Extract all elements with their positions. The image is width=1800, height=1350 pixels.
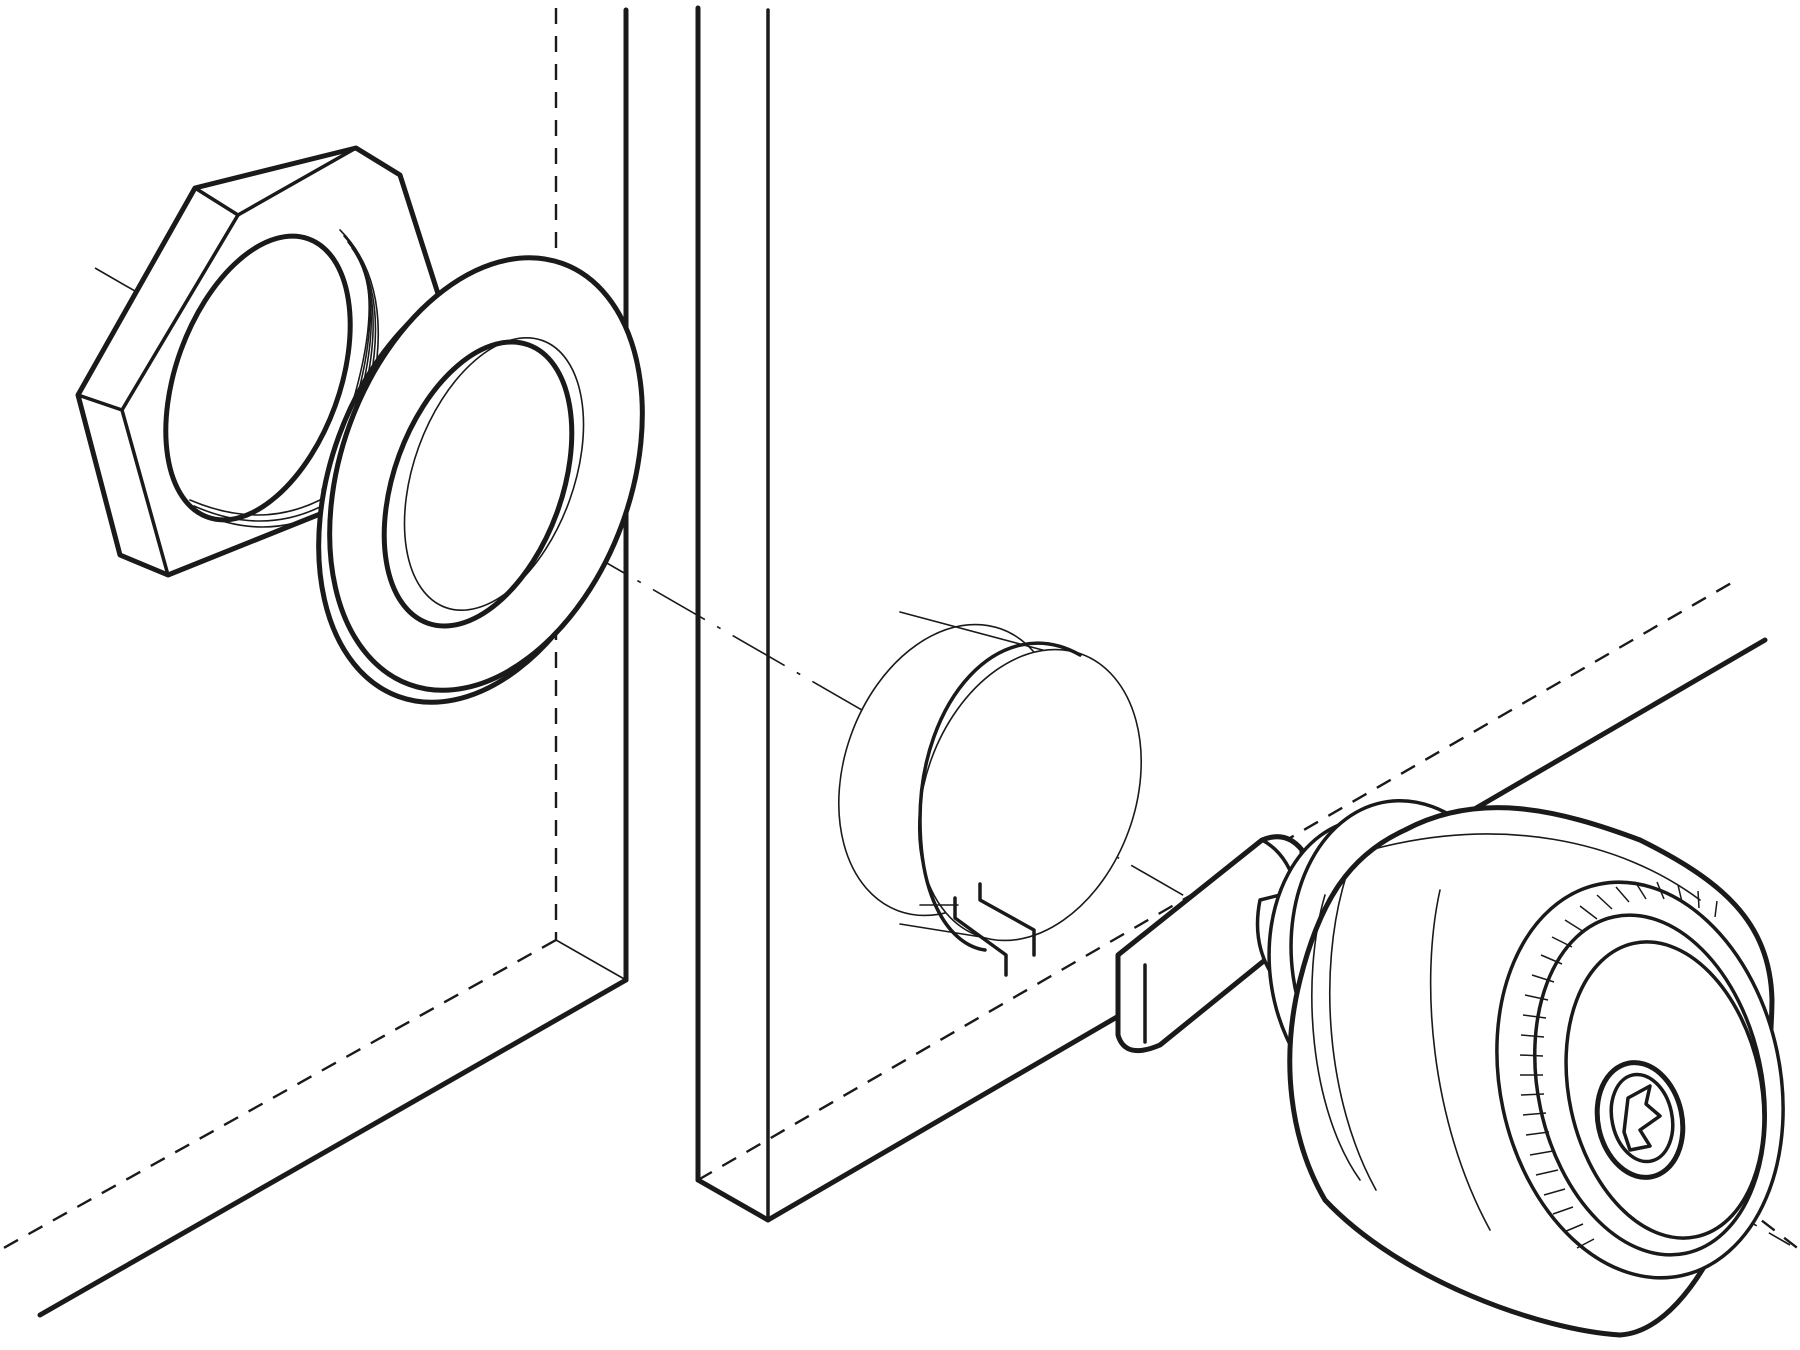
keyhole-icon	[1594, 1060, 1686, 1180]
washer-ring	[316, 255, 645, 705]
lock-cylinder	[1255, 798, 1785, 1338]
knurl-marks	[1519, 881, 1718, 1249]
mounting-bushing	[837, 611, 1143, 977]
